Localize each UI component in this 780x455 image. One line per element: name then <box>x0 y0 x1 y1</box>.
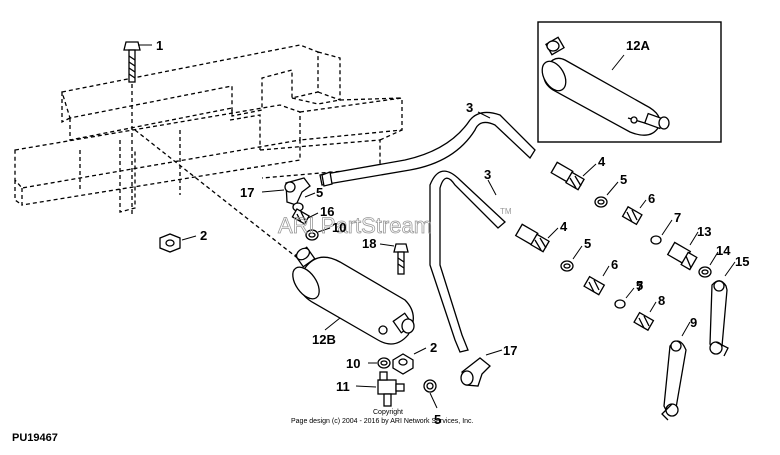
callout-5-lower: 5 <box>434 412 441 427</box>
leader-5b <box>606 181 619 196</box>
leader-12a <box>611 54 625 71</box>
callout-7-upper: 7 <box>674 210 681 225</box>
leader-17a <box>261 189 285 193</box>
fuel-filter-12b <box>292 246 415 345</box>
leader-6a <box>639 199 647 209</box>
leader-3a <box>477 111 491 119</box>
leader-17b <box>485 349 503 356</box>
callout-2-lower: 2 <box>430 340 437 355</box>
copyright-label: Copyright <box>373 409 403 416</box>
link-part-15 <box>709 280 729 357</box>
leader-9 <box>681 321 691 337</box>
nut-part-2-lower <box>392 353 414 375</box>
fuel-hose-3-upper <box>319 111 536 187</box>
fitting-part-6-lower <box>583 275 606 296</box>
washer-part-10-lower <box>377 357 391 369</box>
callout-10-upper: 10 <box>332 220 346 235</box>
fitting-part-4-upper <box>550 161 585 191</box>
clamp-part-5-row1 <box>594 196 608 208</box>
washer-part-7-upper <box>650 235 662 245</box>
leader-12b <box>324 317 341 331</box>
inset-12a-box <box>537 21 722 143</box>
leader-5a <box>304 192 316 198</box>
leader-16 <box>307 212 319 219</box>
leader-4a <box>582 163 597 177</box>
fuel-hose-3-lower <box>429 170 506 353</box>
callout-15: 15 <box>735 254 749 269</box>
callout-12b: 12B <box>312 332 336 347</box>
copyright-text: Page design (c) 2004 - 2016 by ARI Netwo… <box>291 418 474 425</box>
callout-18: 18 <box>362 236 376 251</box>
fitting-part-6-upper <box>621 205 643 226</box>
elbow-fitting-17-lower <box>460 357 491 387</box>
callout-1: 1 <box>156 38 163 53</box>
reference-code: PU19467 <box>12 432 58 444</box>
callout-16: 16 <box>320 204 334 219</box>
leader-13 <box>689 231 699 246</box>
assembly-line <box>134 129 301 261</box>
callout-2-frame: 2 <box>200 228 207 243</box>
callout-6-lower: 6 <box>611 257 618 272</box>
leader-5c <box>572 245 583 260</box>
watermark: ARI PartStream <box>278 213 432 238</box>
callout-7-lower: 7 <box>636 279 643 294</box>
leader-5e <box>429 392 438 409</box>
leader-8 <box>649 301 657 313</box>
callout-11: 11 <box>336 379 350 394</box>
elbow-fitting-17-upper <box>284 177 311 206</box>
callout-17-lower: 17 <box>503 343 517 358</box>
leader-4b <box>547 227 559 239</box>
callout-5-upper: 5 <box>316 185 323 200</box>
bolt-part-18 <box>393 243 409 275</box>
callout-5-row2: 5 <box>584 236 591 251</box>
leader-6b <box>602 265 610 277</box>
clamp-part-5-lower <box>423 379 437 393</box>
callout-5-row1: 5 <box>620 172 627 187</box>
callout-10-lower: 10 <box>346 356 360 371</box>
leader-11 <box>355 385 377 388</box>
watermark-trademark: TM <box>500 207 512 216</box>
tee-fitting-part-11 <box>377 371 405 407</box>
leader-14 <box>709 251 719 266</box>
leader-2a <box>181 235 197 241</box>
fitting-part-8 <box>633 311 655 332</box>
nut-part-2-frame <box>159 233 181 253</box>
fitting-part-16 <box>291 208 310 225</box>
leader-15 <box>724 261 736 277</box>
callout-3-lower: 3 <box>484 167 491 182</box>
clamp-part-5-row2b <box>614 299 626 309</box>
tractor-frame <box>14 44 403 213</box>
callout-3-upper: 3 <box>466 100 473 115</box>
leader-7b <box>625 287 635 299</box>
clamp-part-5-row2 <box>560 260 574 272</box>
leader-18 <box>379 243 395 247</box>
callout-5-row2b: 5 <box>636 278 643 293</box>
callout-6-upper: 6 <box>648 191 655 206</box>
callout-4-lower: 4 <box>560 219 568 234</box>
leader-10a <box>317 227 331 233</box>
callout-12a: 12A <box>626 38 650 53</box>
leader-7a <box>661 219 673 236</box>
bolt-part-1 <box>123 41 141 83</box>
callout-8: 8 <box>658 293 665 308</box>
callout-14: 14 <box>716 243 731 258</box>
washer-part-10-upper <box>305 229 319 241</box>
leader-2b <box>413 347 427 355</box>
callout-4-upper: 4 <box>598 154 606 169</box>
callout-13: 13 <box>697 224 711 239</box>
washer-part-14 <box>698 266 712 278</box>
callout-9: 9 <box>690 315 697 330</box>
callout-17-upper: 17 <box>240 185 254 200</box>
leader-3b <box>487 179 497 196</box>
link-part-9 <box>661 340 687 421</box>
fitting-part-13 <box>666 241 698 271</box>
fitting-part-4-lower <box>514 223 550 253</box>
